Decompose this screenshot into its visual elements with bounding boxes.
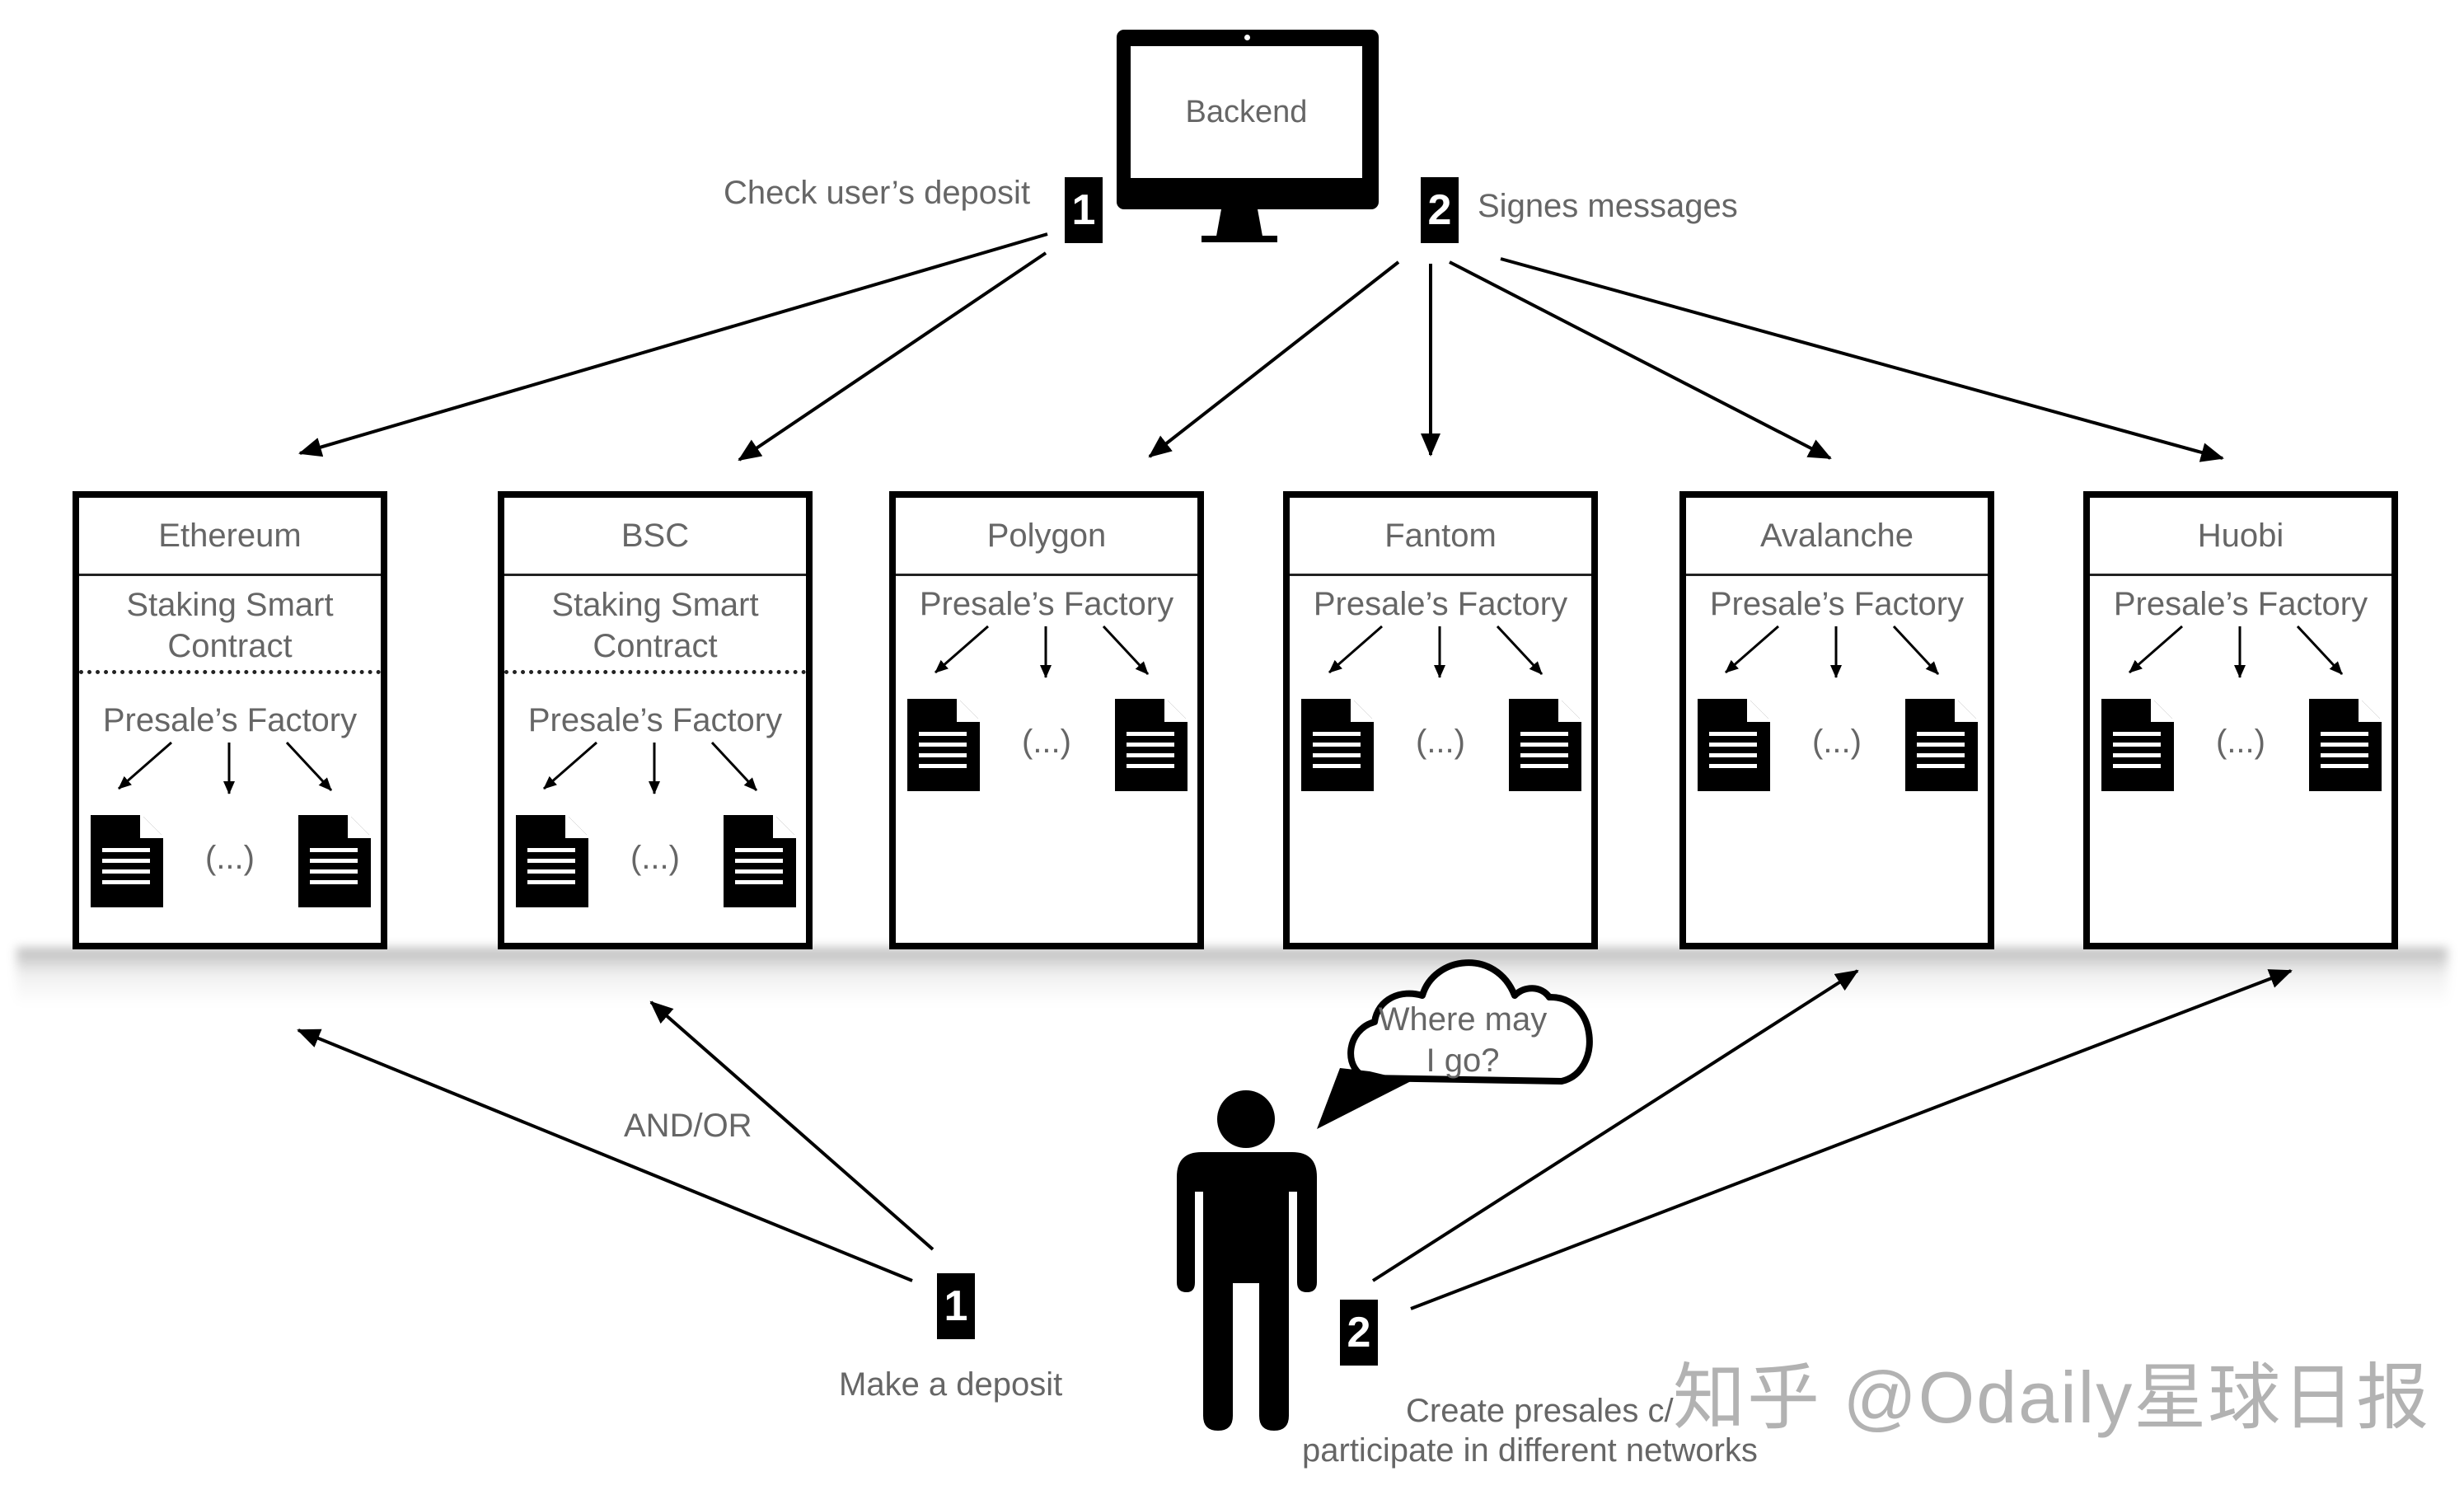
factory-arrows xyxy=(504,739,806,815)
factory-arrows xyxy=(2090,623,2391,699)
thought-line-2: I go? xyxy=(1426,1043,1500,1079)
presale-contracts: (...) xyxy=(1686,697,1988,798)
more-contracts-ellipsis: (...) xyxy=(1416,724,1465,760)
dotted-divider xyxy=(79,670,381,674)
monitor-stand-foot xyxy=(1202,236,1277,242)
backend-monitor-icon: Backend xyxy=(1117,30,1379,209)
thought-cloud-tail xyxy=(1317,1068,1411,1129)
factory-arrows xyxy=(79,739,381,815)
network-name: Huobi xyxy=(2090,498,2391,576)
dotted-divider xyxy=(504,670,806,674)
arrow-backend-to-huobi xyxy=(1500,257,2224,462)
user-person-icon xyxy=(1177,1090,1317,1431)
step-1-check-deposit-label: Check user’s deposit xyxy=(724,175,1031,211)
and-or-label: AND/OR xyxy=(624,1108,752,1144)
staking-line-2: Contract xyxy=(593,628,718,664)
presale-factory-label: Presale’s Factory xyxy=(2113,586,2368,622)
network-name: BSC xyxy=(504,498,806,576)
document-icon xyxy=(2101,697,2176,791)
more-contracts-ellipsis: (...) xyxy=(630,840,680,876)
network-name: Avalanche xyxy=(1686,498,1988,576)
presale-contracts: (...) xyxy=(1290,697,1591,798)
presale-factory-label: Presale’s Factory xyxy=(102,702,358,738)
network-name: Fantom xyxy=(1290,498,1591,576)
monitor-screen: Backend xyxy=(1131,46,1362,178)
presale-contracts: (...) xyxy=(504,813,806,914)
presale-contracts: (...) xyxy=(79,813,381,914)
presale-contracts: (...) xyxy=(896,697,1197,798)
factory-arrows xyxy=(1290,623,1591,699)
step-2-badge-user: 2 xyxy=(1340,1300,1378,1366)
staking-line-1: Staking Smart xyxy=(126,587,334,623)
more-contracts-ellipsis: (...) xyxy=(205,840,255,876)
step-1-badge-top: 1 xyxy=(1065,177,1103,243)
arrow-user-to-avalanche xyxy=(1371,969,1859,1282)
step-1-badge-user: 1 xyxy=(937,1273,975,1339)
document-icon xyxy=(1301,697,1375,791)
document-icon xyxy=(1698,697,1772,791)
backend-label: Backend xyxy=(1185,94,1308,129)
staking-line-2: Contract xyxy=(167,628,293,664)
thought-bubble-text: Where may I go? xyxy=(1351,999,1574,1081)
presale-factory-label: Presale’s Factory xyxy=(527,702,783,738)
more-contracts-ellipsis: (...) xyxy=(1812,724,1862,760)
arrow-deposit-to-ethereum xyxy=(297,1028,913,1282)
document-icon xyxy=(907,697,981,791)
network-name: Polygon xyxy=(896,498,1197,576)
presale-contracts: (...) xyxy=(2090,697,2391,798)
watermark-text: 知乎 @Odaily星球日报 xyxy=(1673,1356,2431,1438)
create-presales-label-line2: participate in different networks xyxy=(1302,1432,1758,1469)
presale-factory-label: Presale’s Factory xyxy=(1313,586,1568,622)
more-contracts-ellipsis: (...) xyxy=(1022,724,1071,760)
thought-line-1: Where may xyxy=(1378,1001,1548,1038)
document-icon xyxy=(724,813,798,907)
document-icon xyxy=(298,813,372,907)
monitor-stand-neck xyxy=(1216,209,1263,241)
floor-shadow xyxy=(16,948,2448,1005)
make-deposit-label: Make a deposit xyxy=(839,1366,1063,1403)
factory-arrows xyxy=(896,623,1197,699)
arrow-backend-to-ethereum xyxy=(298,232,1048,457)
create-presales-label-line1: Create presales c/ xyxy=(1406,1393,1674,1429)
monitor-camera xyxy=(1244,35,1250,40)
arrow-user-to-huobi xyxy=(1410,969,2293,1310)
arrow-backend-to-bsc xyxy=(738,251,1047,462)
arrow-deposit-to-bsc xyxy=(649,1000,935,1251)
presale-factory-label: Presale’s Factory xyxy=(1709,586,1965,622)
presale-factory-label: Presale’s Factory xyxy=(919,586,1174,622)
network-name: Ethereum xyxy=(79,498,381,576)
document-icon xyxy=(1509,697,1583,791)
document-icon xyxy=(1905,697,1979,791)
document-icon xyxy=(516,813,590,907)
document-icon xyxy=(91,813,165,907)
step-2-badge-top: 2 xyxy=(1421,177,1459,243)
more-contracts-ellipsis: (...) xyxy=(2216,724,2265,760)
document-icon xyxy=(1115,697,1189,791)
factory-arrows xyxy=(1686,623,1988,699)
step-2-signs-messages-label: Signes messages xyxy=(1478,188,1738,224)
arrow-backend-to-avalanche xyxy=(1449,260,1832,460)
staking-line-1: Staking Smart xyxy=(551,587,759,623)
arrow-backend-to-polygon xyxy=(1148,260,1400,458)
thought-cloud xyxy=(1347,959,1593,1085)
document-icon xyxy=(2309,697,2383,791)
